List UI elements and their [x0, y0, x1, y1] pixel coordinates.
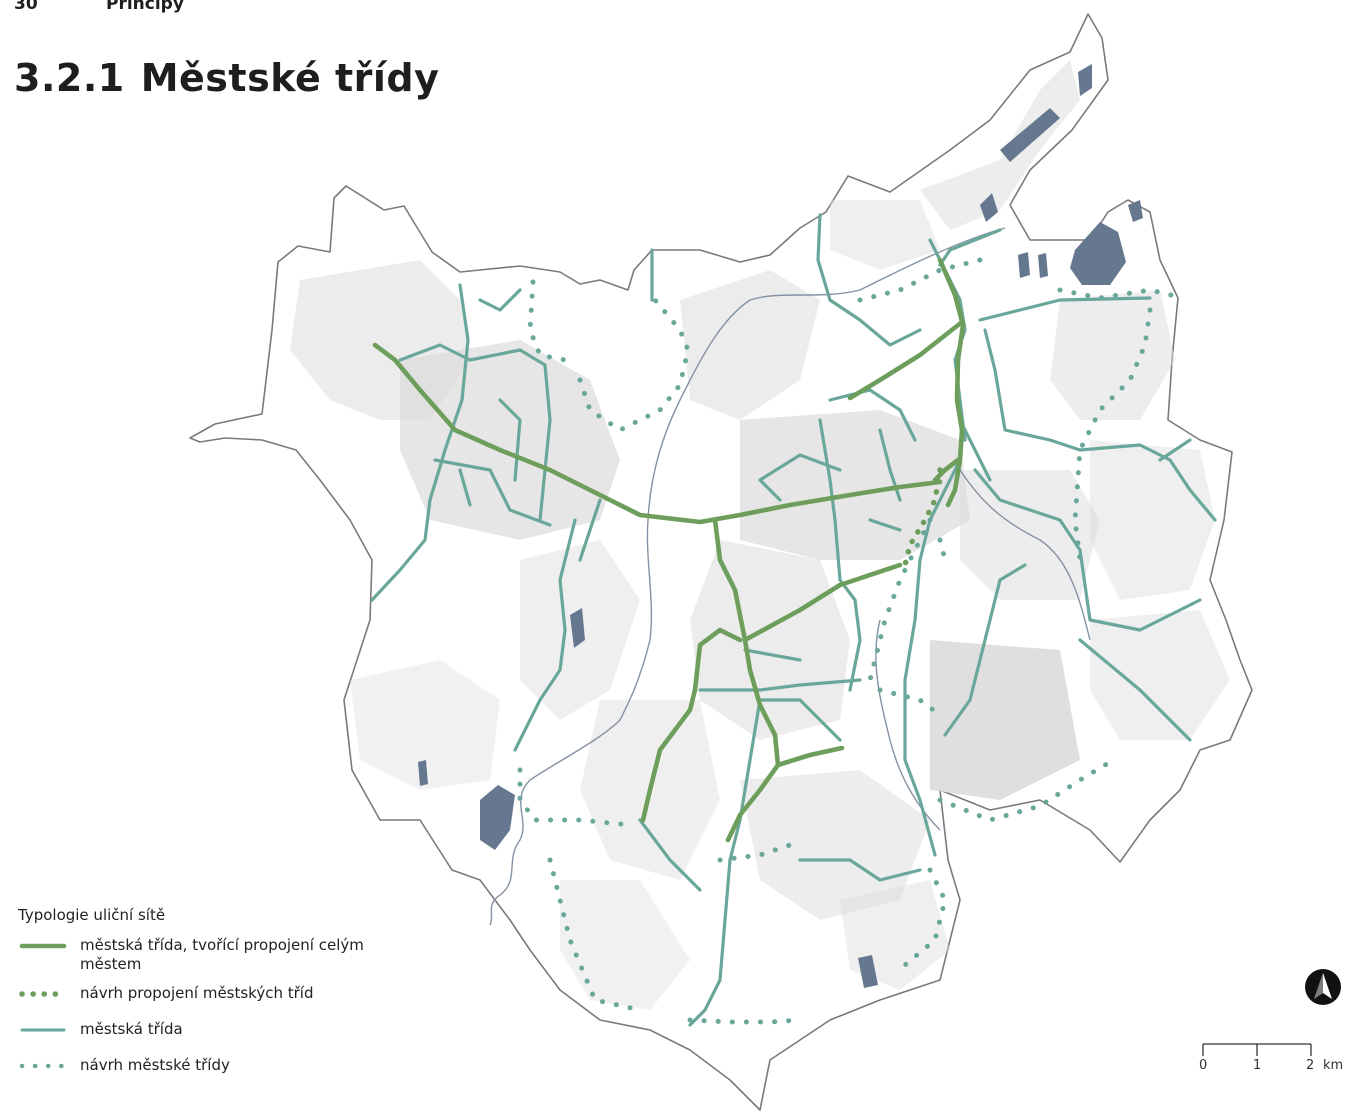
built-up-areas	[290, 60, 1230, 1010]
legend-symbol-dotted-thin	[19, 1063, 67, 1069]
legend-label: návrh propojení městských tříd	[80, 984, 314, 1002]
heading-number: 3.2.1	[14, 56, 125, 100]
legend-label: městská třída, tvořící propojení celým m…	[80, 936, 364, 973]
proposed-streets	[517, 257, 1178, 1025]
scale-label-0: 0	[1199, 1058, 1208, 1073]
scale-label-1: 1	[1253, 1058, 1262, 1073]
legend-symbol-solid-thick	[19, 943, 67, 949]
heading-title: Městské třídy	[140, 56, 440, 100]
legend-label: městská třída	[80, 1020, 183, 1038]
proposed-connections	[902, 467, 943, 568]
legend-label: návrh městské třídy	[80, 1056, 230, 1074]
legend-symbol-dotted-thick	[19, 991, 67, 997]
scale-label-2: 2	[1306, 1058, 1315, 1073]
scale-bar-line	[1202, 1043, 1312, 1056]
legend-title: Typologie uliční sítě	[18, 906, 166, 924]
legend-symbol-solid-thin	[20, 1028, 66, 1032]
legend: Typologie uliční sítě městská třída, tvo…	[18, 906, 438, 1086]
scale-bar: 0 1 2 km	[1195, 1036, 1345, 1076]
main-streets	[372, 257, 966, 843]
scale-unit: km	[1323, 1058, 1344, 1073]
north-arrow-icon	[1305, 969, 1341, 1005]
water-bodies	[418, 64, 1143, 988]
section-name: Principy	[106, 0, 184, 14]
page-title: 3.2.1 Městské třídy	[14, 56, 439, 100]
legend-item-proposed-street: návrh městské třídy	[18, 1056, 438, 1076]
legend-item-main-street: městská třída, tvořící propojení celým m…	[18, 936, 438, 974]
page-number: 30	[14, 0, 38, 14]
legend-item-proposed-connection: návrh propojení městských tříd	[18, 984, 438, 1004]
legend-item-city-street: městská třída	[18, 1020, 438, 1040]
